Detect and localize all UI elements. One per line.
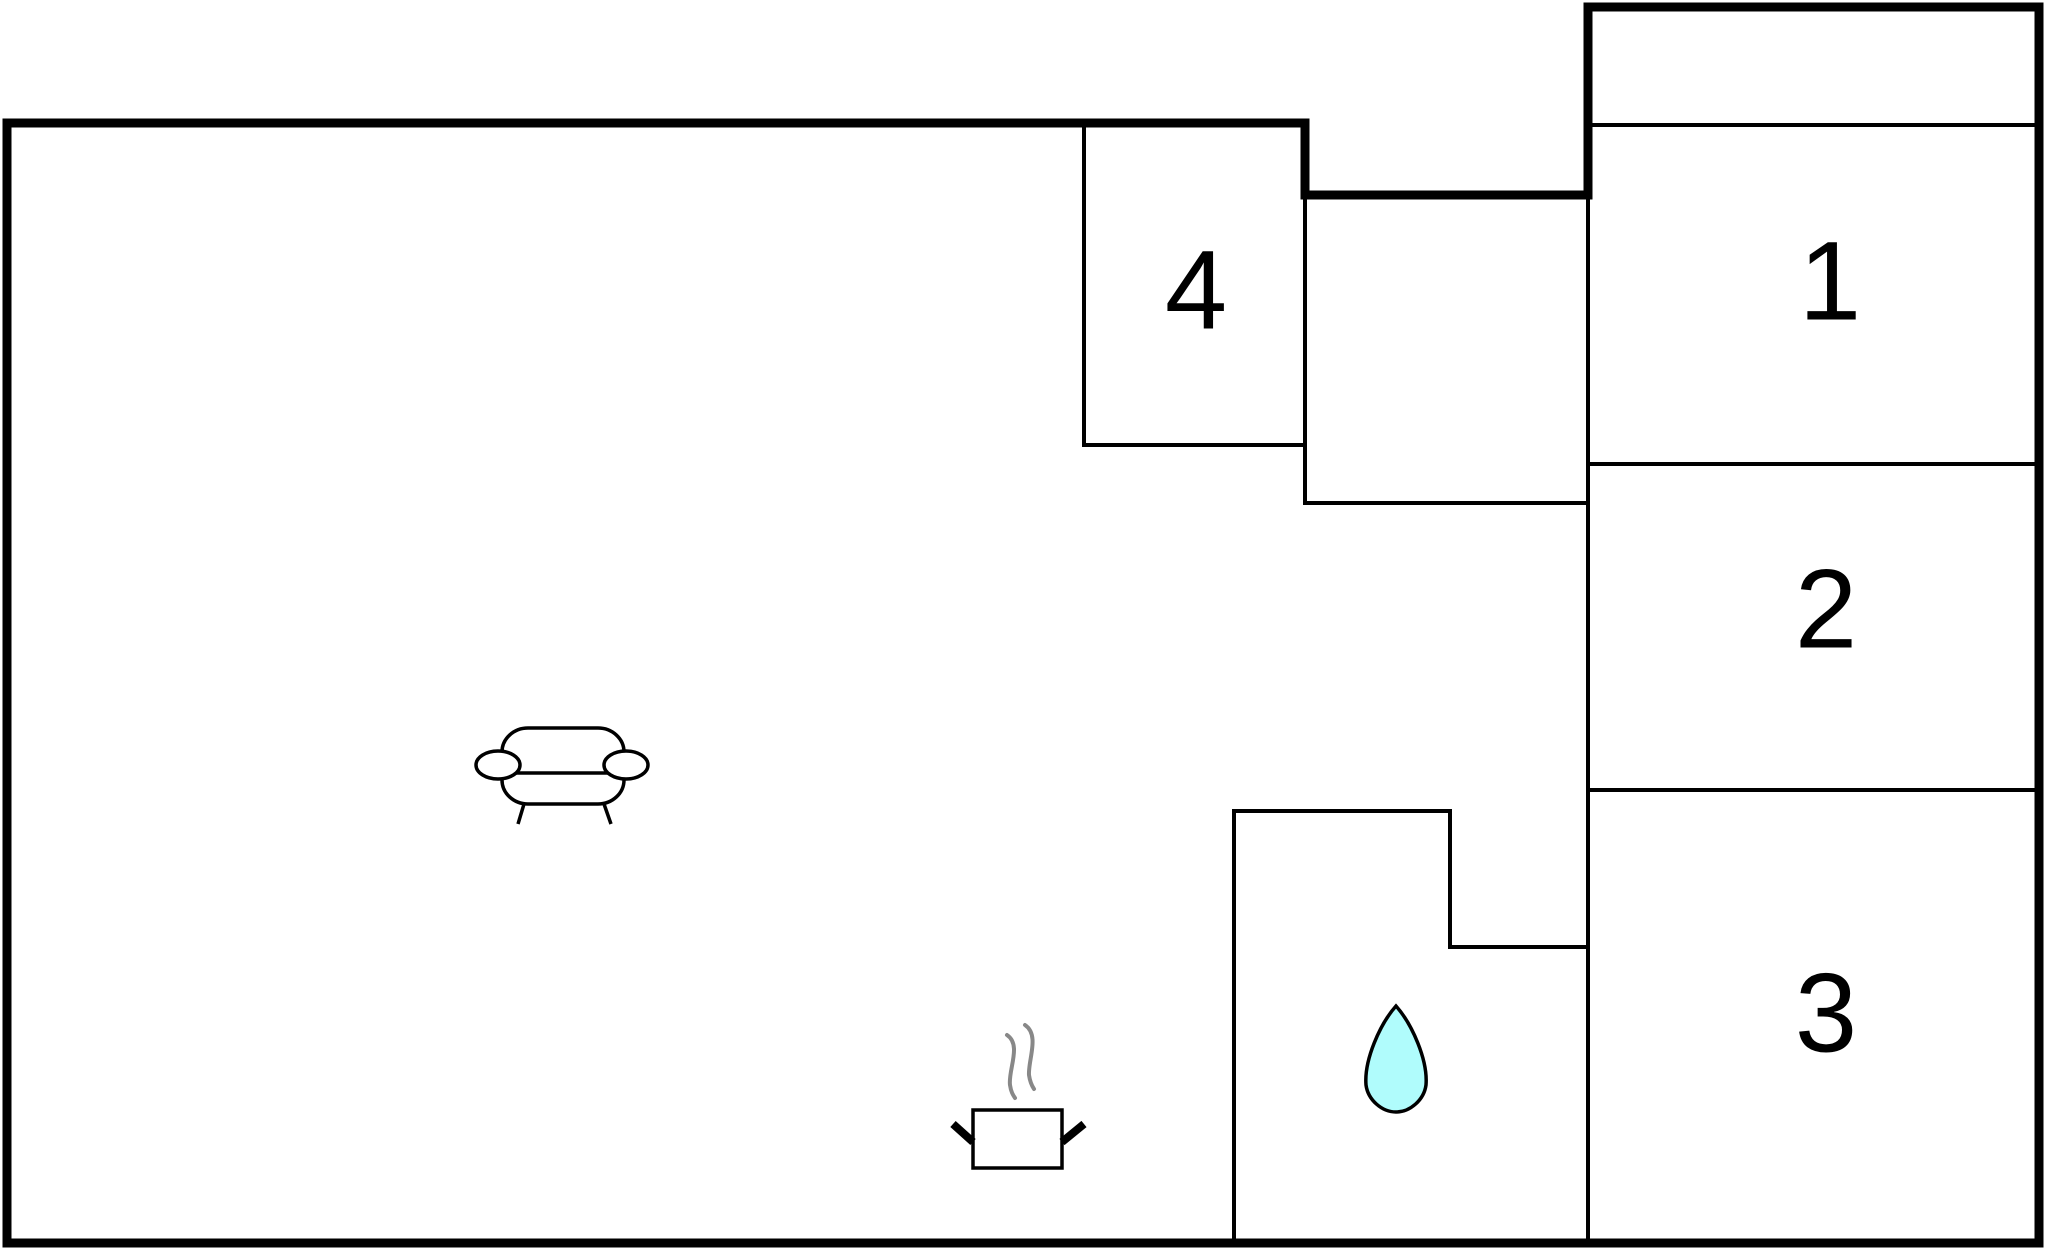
sofa-icon <box>474 726 650 825</box>
wall-hall <box>1303 193 1590 505</box>
wall-room4 <box>1082 121 1307 447</box>
cooking-pot-icon <box>950 1023 1087 1170</box>
room-label-2: 2 <box>1795 547 1857 672</box>
water-drop-icon <box>1364 1003 1428 1114</box>
wall-bathroom <box>1232 809 1590 1245</box>
room-label-1: 1 <box>1799 219 1861 344</box>
room-label-4: 4 <box>1165 228 1227 353</box>
room-label-3: 3 <box>1795 951 1857 1076</box>
